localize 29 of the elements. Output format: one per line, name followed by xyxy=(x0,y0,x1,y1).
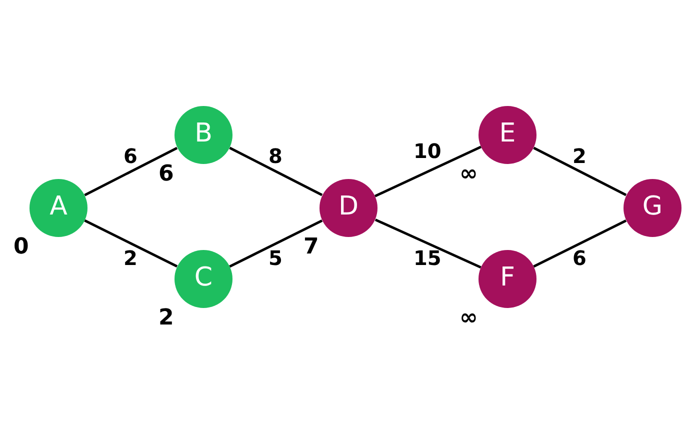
edge-label: 15 xyxy=(413,246,441,270)
connector xyxy=(374,218,481,268)
edge-label: 5 xyxy=(268,246,282,270)
node-label: ∞ xyxy=(459,161,478,186)
edge-label: 8 xyxy=(268,144,282,168)
node-circle: E xyxy=(478,106,536,164)
node-label: ∞ xyxy=(459,305,478,330)
node-label: 0 xyxy=(13,234,28,260)
node-circle: G xyxy=(623,178,681,236)
node-circle: A xyxy=(29,178,87,236)
edge-label: 6 xyxy=(123,144,137,168)
node-circle: C xyxy=(174,250,232,308)
node-label: 6 xyxy=(158,161,174,186)
connector xyxy=(532,146,626,196)
node-label: 7 xyxy=(303,234,318,260)
connector xyxy=(374,145,481,197)
node-circle: D xyxy=(319,178,377,236)
connector xyxy=(228,219,322,268)
connector xyxy=(228,146,322,196)
edge-label: 2 xyxy=(572,144,586,168)
node-label: 2 xyxy=(158,305,174,330)
edge-label: 10 xyxy=(413,138,441,162)
connector xyxy=(532,219,626,268)
connector xyxy=(84,146,178,196)
edge-label: 2 xyxy=(123,246,137,270)
connector xyxy=(84,218,178,267)
node-circle: F xyxy=(478,250,536,308)
node-circle: B xyxy=(174,106,232,164)
edge-label: 6 xyxy=(572,246,586,270)
